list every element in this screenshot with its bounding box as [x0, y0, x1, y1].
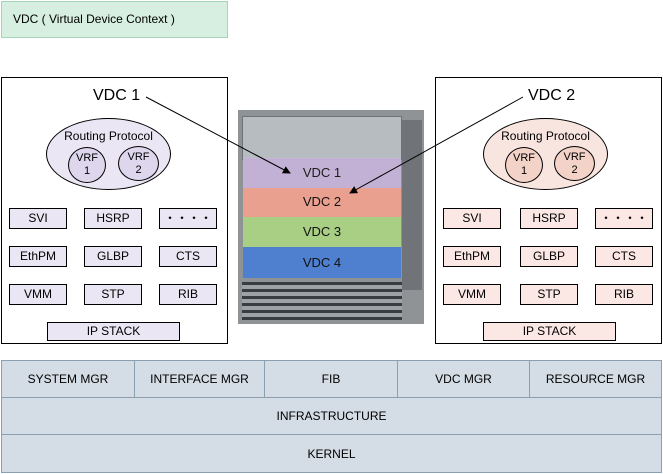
manager-fib: FIB — [264, 360, 398, 398]
chassis-slot-vdc-1: VDC 1 — [243, 158, 401, 188]
vrf-number: 2 — [135, 163, 142, 176]
slot-label: VDC 2 — [302, 194, 342, 209]
slot-fill — [243, 158, 401, 188]
component-cts: CTS — [159, 246, 217, 267]
slot-label: VDC 3 — [302, 224, 342, 239]
vrf-label: VRF — [127, 150, 150, 163]
slot-fill — [243, 188, 401, 217]
component-stp: STP — [520, 284, 578, 305]
slot-label: VDC 1 — [302, 165, 342, 180]
component-more: ・・・・ — [595, 208, 653, 229]
chassis-image: VDC 1 VDC 2 VDC 3 VDC 4 — [238, 110, 424, 324]
diagram-title: VDC ( Virtual Device Context ) — [1, 1, 228, 38]
component-vmm: VMM — [443, 284, 501, 305]
slot-fill — [243, 247, 401, 278]
infrastructure-layer: INFRASTRUCTURE — [1, 397, 662, 435]
vrf-label: VRF — [563, 150, 586, 163]
component-stp: STP — [84, 284, 142, 305]
vrf-number: 2 — [571, 163, 578, 176]
component-svi: SVI — [443, 208, 501, 229]
manager-system: SYSTEM MGR — [1, 360, 135, 398]
slot-label: VDC 4 — [302, 255, 342, 270]
kernel-layer: KERNEL — [1, 434, 662, 473]
component-hsrp: HSRP — [84, 208, 142, 229]
component-ethpm: EthPM — [9, 246, 67, 267]
chassis-slot-vdc-3: VDC 3 — [243, 217, 401, 247]
manager-vdc: VDC MGR — [397, 360, 530, 398]
chassis-side-panel — [402, 120, 422, 290]
vrf-label: VRF — [76, 152, 98, 164]
component-svi: SVI — [9, 208, 67, 229]
chassis-top-modules — [242, 116, 402, 160]
chassis-vents — [242, 282, 402, 320]
component-glbp: GLBP — [520, 246, 578, 267]
vrf-number: 1 — [520, 165, 528, 177]
chassis-slot-vdc-2: VDC 2 — [243, 188, 401, 217]
component-ethpm: EthPM — [443, 246, 501, 267]
component-hsrp: HSRP — [520, 208, 578, 229]
manager-interface: INTERFACE MGR — [134, 360, 265, 398]
vrf-label: VRF — [513, 152, 535, 164]
vrf-number: 1 — [83, 165, 91, 177]
slot-fill — [243, 217, 401, 247]
arrow-vdc-2 — [349, 96, 524, 194]
component-rib: RIB — [595, 284, 653, 305]
arrow-vdc-1 — [145, 96, 291, 174]
ip-stack: IP STACK — [483, 322, 616, 341]
component-cts: CTS — [595, 246, 653, 267]
ip-stack: IP STACK — [47, 322, 180, 341]
routing-protocol-label: Routing Protocol — [64, 129, 153, 143]
component-rib: RIB — [159, 284, 217, 305]
vdc-2-title: VDC 2 — [528, 87, 576, 104]
manager-resource: RESOURCE MGR — [529, 360, 662, 398]
chassis-slot-vdc-4: VDC 4 — [243, 247, 401, 278]
routing-protocol-label: Routing Protocol — [501, 129, 590, 143]
component-vmm: VMM — [9, 284, 67, 305]
component-glbp: GLBP — [84, 246, 142, 267]
vdc-1-title: VDC 1 — [93, 87, 141, 104]
component-more: ・・・・ — [159, 208, 217, 229]
